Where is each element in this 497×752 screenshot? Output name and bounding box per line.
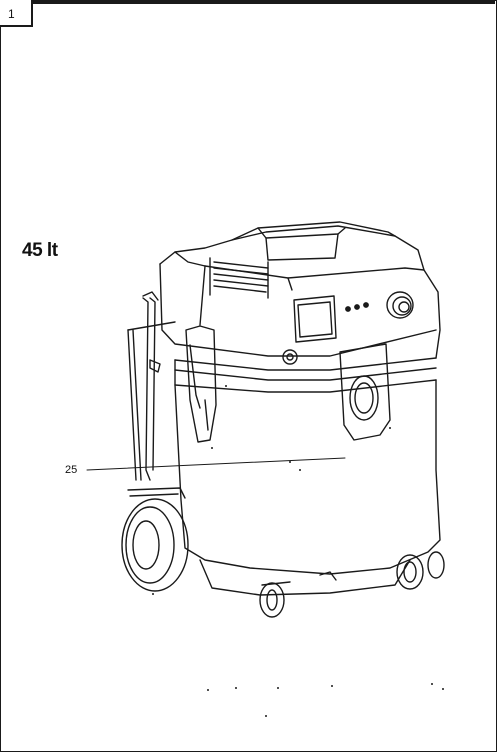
handle-frame xyxy=(127,291,176,481)
motor-head xyxy=(159,221,441,359)
callout-leader-line xyxy=(86,457,346,471)
speckle-marks xyxy=(152,385,444,717)
rear-wheel xyxy=(121,487,189,592)
side-latch xyxy=(185,325,298,443)
control-panel xyxy=(293,291,414,343)
capacity-label: 45 lt xyxy=(22,240,58,261)
intake-port xyxy=(339,343,391,441)
callout-number: 25 xyxy=(65,464,78,476)
front-casters xyxy=(259,551,445,618)
page-number-box: 1 xyxy=(0,0,33,27)
page-number: 1 xyxy=(8,7,15,21)
container-body xyxy=(174,357,441,596)
page-top-rule xyxy=(0,0,495,4)
